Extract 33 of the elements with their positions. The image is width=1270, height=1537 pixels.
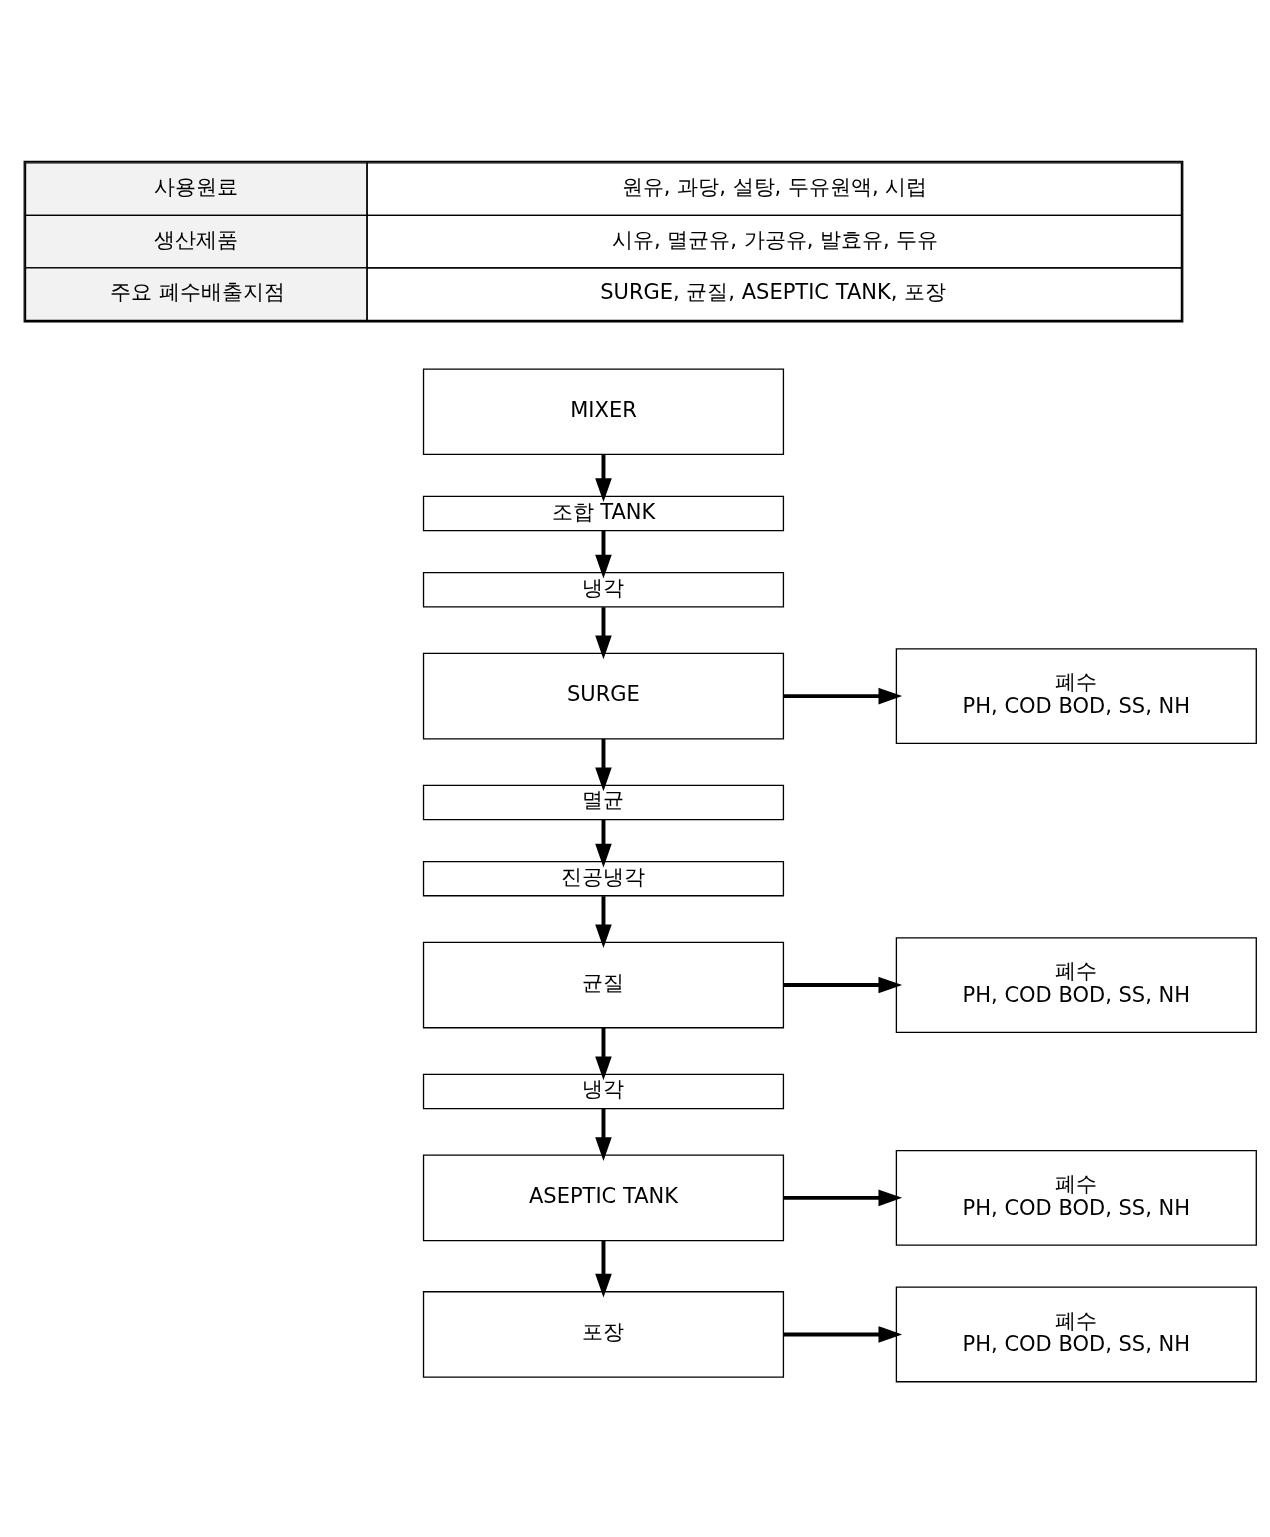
arrow bbox=[595, 530, 612, 578]
node-box: 조합 TANK bbox=[422, 495, 785, 531]
label: SURGE, 균질, ASEPTIC TANK, 포장 bbox=[600, 278, 947, 304]
node-box: ASEPTIC TANK bbox=[422, 1154, 785, 1241]
node-box: 냉각 bbox=[422, 1073, 785, 1109]
node-box: MIXER bbox=[422, 367, 785, 455]
arrow bbox=[595, 738, 612, 791]
node-box: 진공냉각 bbox=[422, 860, 785, 896]
node-box: 냉각 bbox=[422, 571, 785, 607]
arrow bbox=[595, 606, 612, 659]
label: 생산제품 bbox=[154, 226, 239, 252]
arrow bbox=[783, 1325, 903, 1343]
arrow bbox=[595, 454, 612, 502]
arrow bbox=[595, 895, 612, 948]
node-box: 멸균 bbox=[422, 784, 785, 820]
node-box: 폐수 PH, COD BOD, SS, NH bbox=[895, 1149, 1257, 1246]
arrow bbox=[783, 687, 903, 704]
node-box: 폐수 PH, COD BOD, SS, NH bbox=[895, 1286, 1257, 1382]
node-box: 균질 bbox=[422, 941, 785, 1028]
node-box: SURGE bbox=[422, 652, 785, 739]
arrow bbox=[783, 1189, 903, 1206]
label: 원유, 과당, 설탕, 두유원액, 시럽 bbox=[621, 173, 928, 199]
label: 주요 폐수배출지점 bbox=[110, 278, 285, 304]
arrow bbox=[783, 976, 903, 993]
arrow bbox=[595, 1240, 612, 1297]
node-box: 폐수 PH, COD BOD, SS, NH bbox=[895, 936, 1257, 1033]
node-box: 포장 bbox=[422, 1290, 785, 1378]
label: 사용원료 bbox=[154, 173, 239, 199]
arrow bbox=[595, 1108, 612, 1161]
node-box: 폐수 PH, COD BOD, SS, NH bbox=[895, 647, 1257, 744]
arrow bbox=[595, 819, 612, 867]
label: 시유, 멸균유, 가공유, 발효유, 두유 bbox=[612, 226, 939, 252]
arrow bbox=[595, 1027, 612, 1080]
